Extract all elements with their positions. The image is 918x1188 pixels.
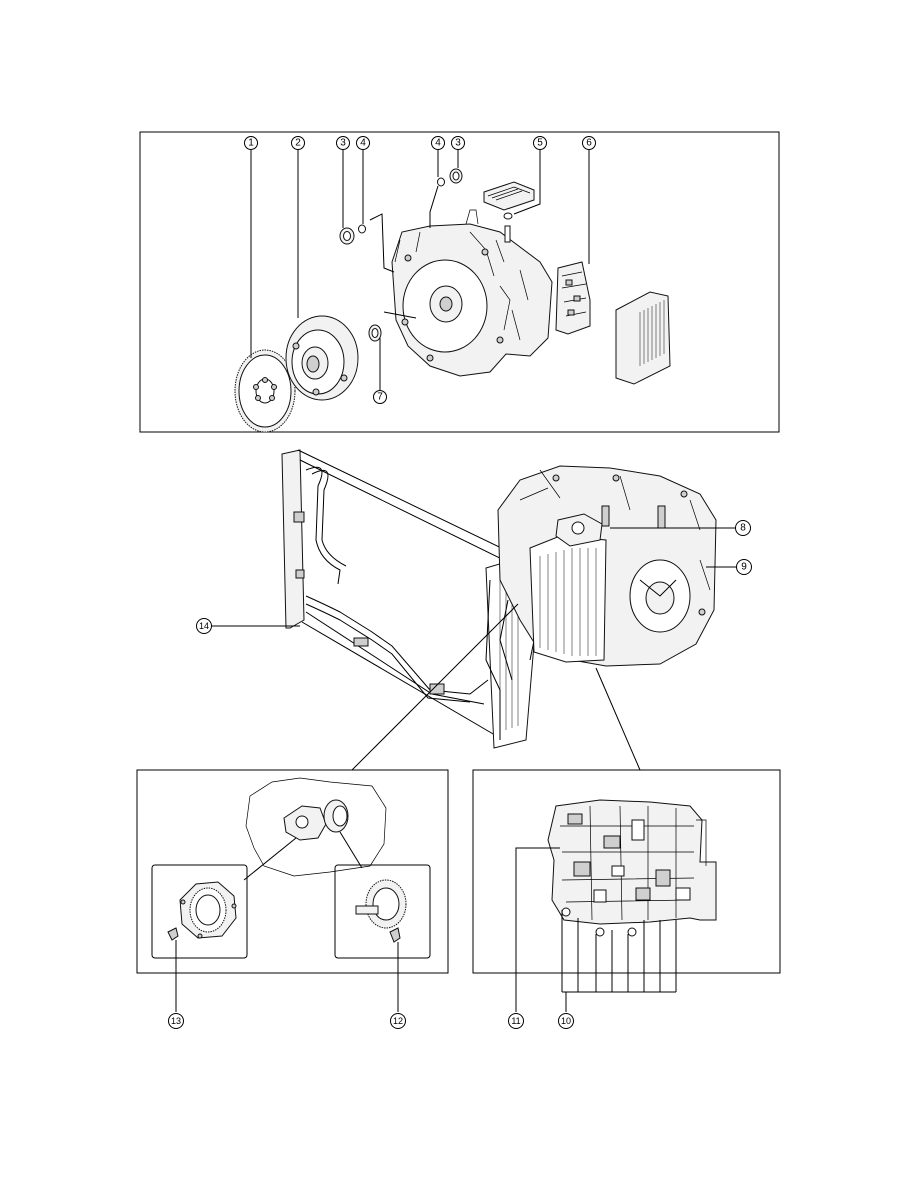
svg-text:12: 12 [393,1016,403,1026]
case-outline-detail [245,777,387,877]
svg-text:9: 9 [741,562,747,573]
control-valve-body-detail [547,799,717,937]
bottom-right-leader-lines [515,847,677,1012]
svg-text:5: 5 [537,138,543,149]
callout-4-left: 4 [356,136,370,150]
svg-text:6: 6 [586,138,592,149]
top-leader-lines [250,150,590,390]
svg-text:4: 4 [360,138,366,149]
o-ring-right [437,177,445,187]
callout-13: 13 [168,1013,184,1029]
svg-text:11: 11 [511,1016,520,1026]
callout-2: 2 [291,136,305,150]
svg-text:7: 7 [377,392,383,403]
oil-seal-right [449,168,463,184]
svg-text:3: 3 [340,138,346,149]
top-panel-frame [139,131,780,433]
detail-inset-right [334,864,431,959]
callout-10: 10 [558,1013,574,1029]
callout-7: 7 [373,390,387,404]
o-ring-left [358,224,366,234]
callout-3-left: 3 [336,136,350,150]
callout-8: 8 [735,520,751,536]
callout-6: 6 [582,136,596,150]
callout-14: 14 [196,618,212,634]
transaxle-assembly [497,465,717,667]
callout-12: 12 [390,1013,406,1029]
detail-inset-left [151,864,248,959]
svg-text:2: 2 [295,138,301,149]
bottom-right-panel-frame [472,769,781,974]
bottom-left-leader-lines [175,831,399,1012]
drive-plate [234,349,296,433]
svg-text:3: 3 [455,138,461,149]
svg-text:4: 4 [435,138,441,149]
svg-text:8: 8 [740,523,746,534]
callout-5: 5 [533,136,547,150]
transaxle-case [391,209,553,377]
input-speed-sensor-gear [167,881,237,941]
bottom-left-panel-frame [136,769,449,974]
callout-9: 9 [736,559,752,575]
torque-converter [285,315,359,401]
callout-3-right: 3 [451,136,465,150]
oil-pan [615,291,671,385]
radiator-assembly [281,449,541,749]
callout-1: 1 [244,136,258,150]
callout-4-right: 4 [431,136,445,150]
callout-11: 11 [508,1013,524,1029]
converter-seal [368,324,382,342]
middle-leader-lines [212,527,736,771]
oil-seal-left [339,227,355,245]
control-valve-body-top [555,261,591,335]
svg-text:13: 13 [171,1016,181,1026]
svg-text:1: 1 [248,138,254,149]
svg-text:10: 10 [561,1016,571,1026]
output-speed-sensor-gear [355,879,407,943]
oil-strainer [483,181,535,243]
svg-text:14: 14 [199,621,209,631]
